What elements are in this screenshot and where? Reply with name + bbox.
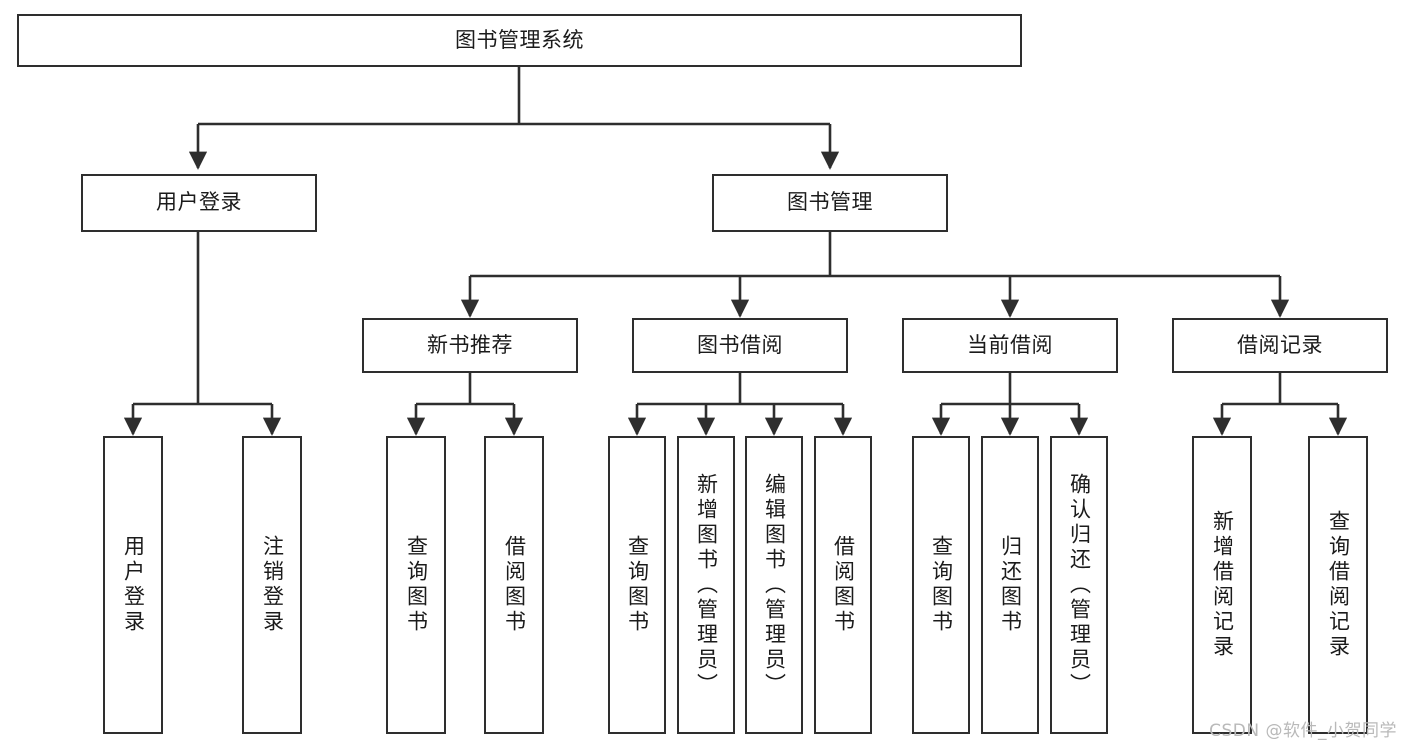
node-label: 确认归还（管理员）	[1067, 472, 1092, 698]
node-leaf-query-book-3[interactable]: 查询图书	[912, 436, 970, 734]
node-label: 注销登录	[260, 535, 285, 635]
node-leaf-query-record[interactable]: 查询借阅记录	[1308, 436, 1368, 734]
node-new-book-recommend[interactable]: 新书推荐	[362, 318, 578, 373]
node-leaf-add-book[interactable]: 新增图书（管理员）	[677, 436, 735, 734]
node-label: 查询图书	[404, 535, 429, 635]
node-leaf-return-book[interactable]: 归还图书	[981, 436, 1039, 734]
node-book-borrow[interactable]: 图书借阅	[632, 318, 848, 373]
node-label: 新增图书（管理员）	[694, 472, 719, 698]
node-leaf-query-book-2[interactable]: 查询图书	[608, 436, 666, 734]
node-label: 查询图书	[625, 535, 650, 635]
node-borrow-record[interactable]: 借阅记录	[1172, 318, 1388, 373]
node-label: 用户登录	[121, 535, 146, 635]
node-label: 借阅图书	[502, 535, 527, 635]
node-root[interactable]: 图书管理系统	[17, 14, 1022, 67]
node-label: 编辑图书（管理员）	[762, 472, 787, 698]
node-leaf-edit-book[interactable]: 编辑图书（管理员）	[745, 436, 803, 734]
node-label: 归还图书	[998, 535, 1023, 635]
node-current-borrow[interactable]: 当前借阅	[902, 318, 1118, 373]
node-leaf-query-book-1[interactable]: 查询图书	[386, 436, 446, 734]
watermark: CSDN @软件_小贺同学	[1209, 721, 1397, 741]
node-user-login[interactable]: 用户登录	[81, 174, 317, 232]
node-label: 查询图书	[929, 535, 954, 635]
node-label: 查询借阅记录	[1326, 510, 1351, 660]
node-leaf-borrow-book-1[interactable]: 借阅图书	[484, 436, 544, 734]
node-book-manage[interactable]: 图书管理	[712, 174, 948, 232]
node-leaf-add-record[interactable]: 新增借阅记录	[1192, 436, 1252, 734]
node-leaf-borrow-book-2[interactable]: 借阅图书	[814, 436, 872, 734]
node-label: 新增借阅记录	[1210, 510, 1235, 660]
node-leaf-confirm-return[interactable]: 确认归还（管理员）	[1050, 436, 1108, 734]
node-leaf-user-login[interactable]: 用户登录	[103, 436, 163, 734]
node-leaf-user-logout[interactable]: 注销登录	[242, 436, 302, 734]
node-label: 借阅图书	[831, 535, 856, 635]
